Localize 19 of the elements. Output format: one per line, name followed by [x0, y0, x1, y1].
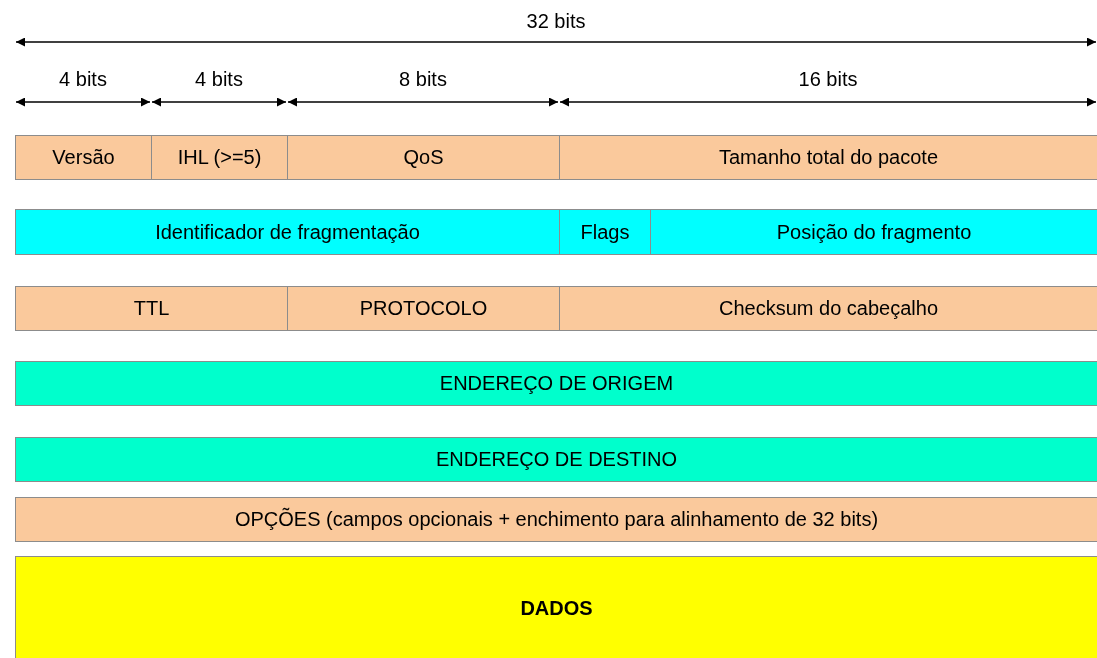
- header-field: Versão: [15, 135, 152, 180]
- header-field: IHL (>=5): [151, 135, 288, 180]
- header-field: Checksum do cabeçalho: [559, 286, 1097, 331]
- header-field: QoS: [287, 135, 560, 180]
- header-field: OPÇÕES (campos opcionais + enchimento para alinhamento de 32 bits): [15, 497, 1097, 542]
- header-field: ENDEREÇO DE DESTINO: [15, 437, 1097, 482]
- header-field: ENDEREÇO DE ORIGEM: [15, 361, 1097, 406]
- header-field: Identificador de fragmentação: [15, 209, 560, 255]
- bit-width-label: 16 bits: [798, 68, 858, 91]
- header-field: TTL: [15, 286, 288, 331]
- bit-width-label: 32 bits: [526, 10, 586, 33]
- header-field: PROTOCOLO: [287, 286, 560, 331]
- bit-width-label: 4 bits: [59, 68, 107, 91]
- bit-width-label: 8 bits: [399, 68, 447, 91]
- header-field: Posição do fragmento: [650, 209, 1097, 255]
- header-field: Flags: [559, 209, 651, 255]
- header-field: DADOS: [15, 556, 1097, 658]
- bit-width-label: 4 bits: [195, 68, 243, 91]
- header-field: Tamanho total do pacote: [559, 135, 1097, 180]
